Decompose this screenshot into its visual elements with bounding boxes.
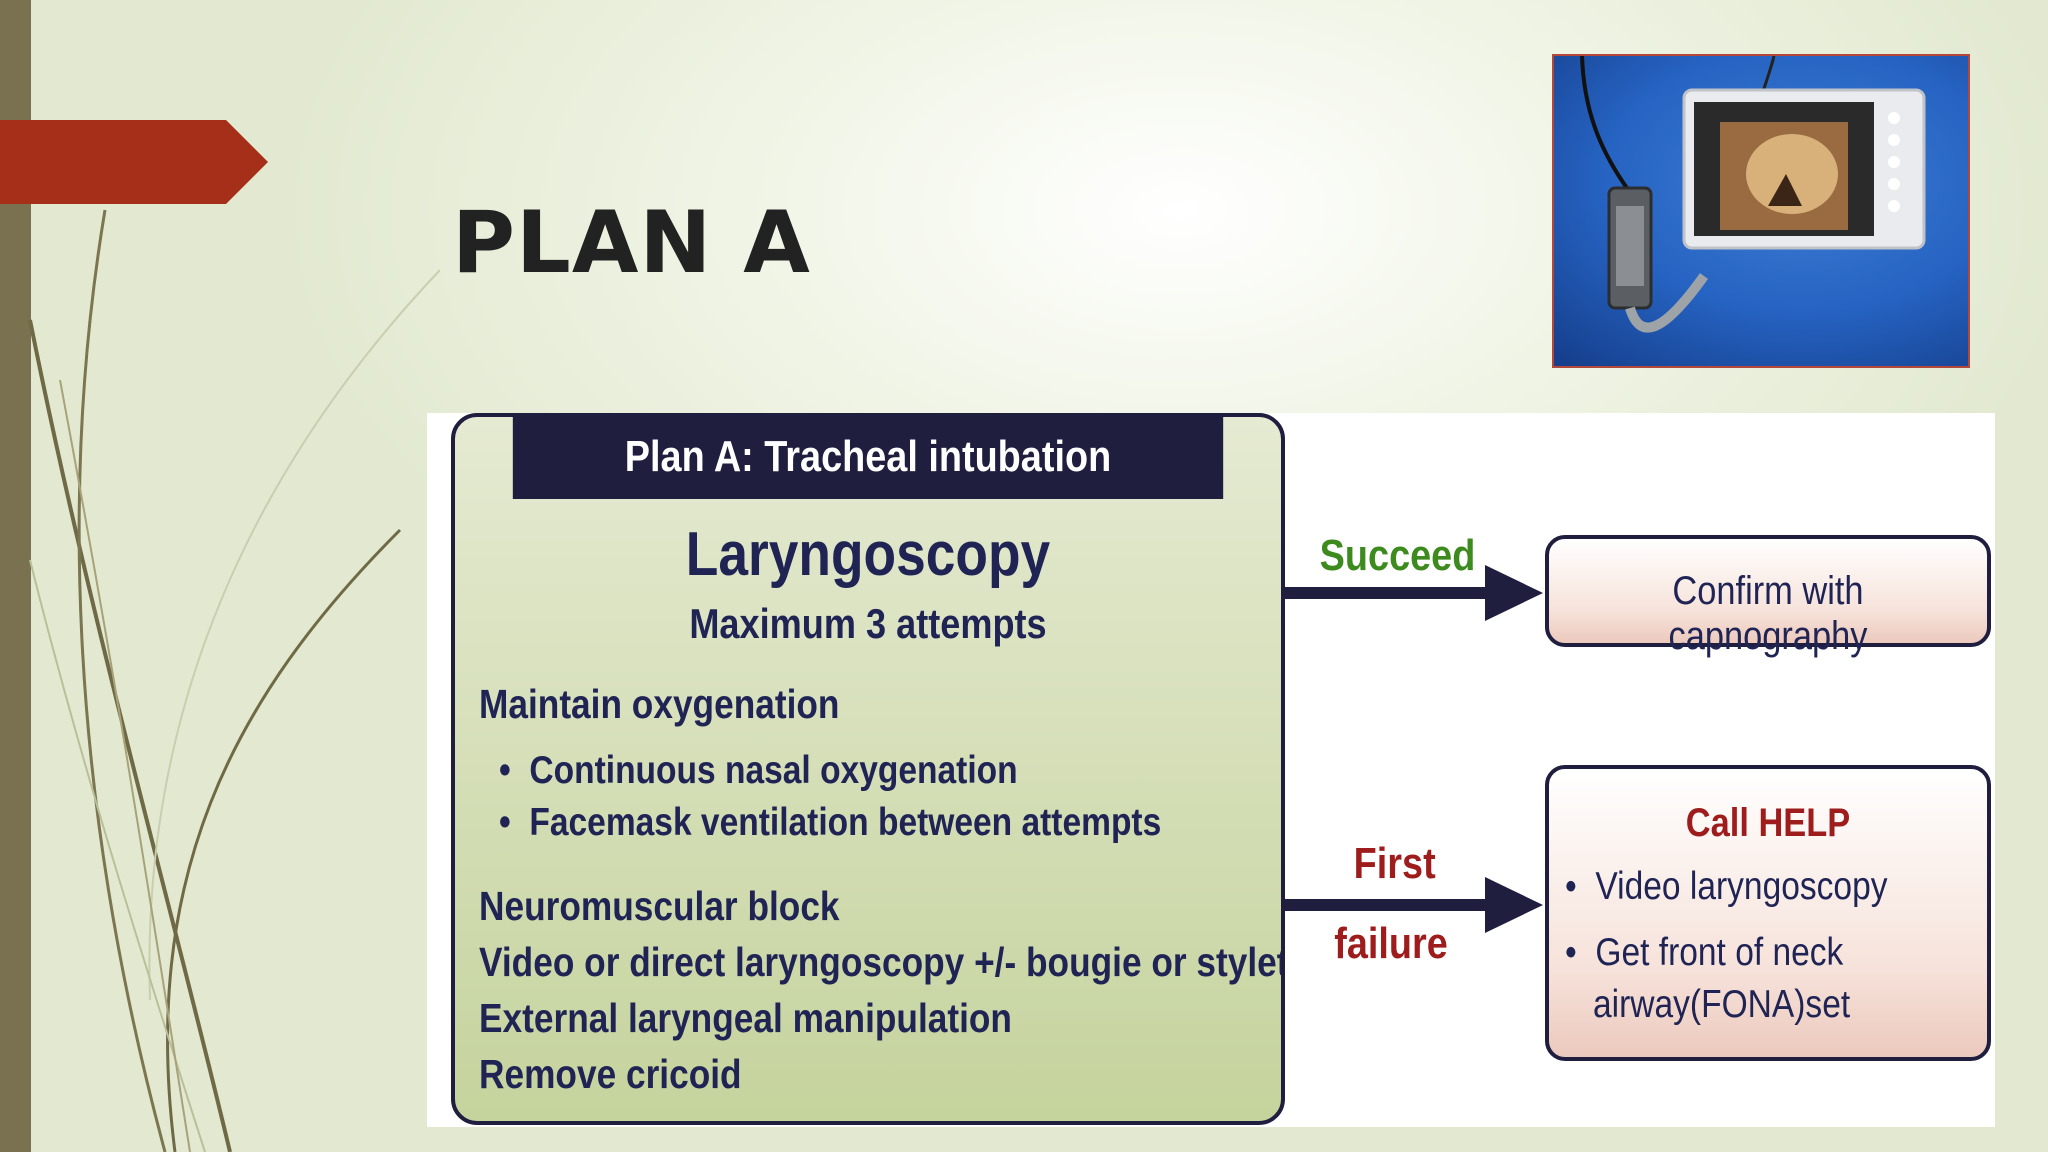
- succeed-arrow-head: [1485, 565, 1543, 621]
- plan-a-header: Plan A: Tracheal intubation: [512, 417, 1224, 499]
- help-item-text: Video laryngoscopy: [1595, 865, 1888, 908]
- bullet-facemask-ventilation: • Facemask ventilation between attempts: [499, 801, 1161, 845]
- decorative-swirl: [28, 209, 440, 1152]
- slide-title: PLAN A: [452, 193, 811, 293]
- bullet-glyph: •: [1565, 931, 1577, 974]
- first-label: First: [1353, 839, 1436, 888]
- help-item-text: Get front of neck: [1595, 931, 1844, 974]
- bullet-glyph: •: [499, 801, 511, 844]
- call-help-title: Call HELP: [1685, 801, 1851, 845]
- help-item-fona-line1: • Get front of neck: [1565, 927, 1843, 979]
- succeed-label: Succeed: [1319, 531, 1476, 580]
- help-item-video-laryngoscopy: • Video laryngoscopy: [1565, 861, 1888, 913]
- call-help-box: Call HELP • Video laryngoscopy • Get fro…: [1545, 765, 1991, 1061]
- failure-arrow-head: [1485, 877, 1543, 933]
- bullet-glyph: •: [499, 749, 511, 792]
- confirm-capnography-text: Confirm with capnography: [1668, 569, 1868, 658]
- flow-arrows: [1285, 565, 1543, 933]
- step-remove-cricoid: Remove cricoid: [479, 1051, 742, 1097]
- step-video-laryngoscopy: Video or direct laryngoscopy +/- bougie …: [479, 939, 1285, 985]
- step-external-manipulation: External laryngeal manipulation: [479, 995, 1012, 1041]
- bullet-glyph: •: [1565, 865, 1577, 908]
- bullet-continuous-oxygenation: • Continuous nasal oxygenation: [499, 749, 1018, 793]
- video-laryngoscope-photo: [1552, 54, 1970, 368]
- step-neuromuscular-block: Neuromuscular block: [479, 883, 840, 929]
- help-item-fona-line2: airway(FONA)set: [1593, 983, 1851, 1026]
- title-arrow-tab: [0, 120, 268, 204]
- confirm-capnography-box: Confirm with capnography: [1545, 535, 1991, 658]
- max-attempts-text: Maximum 3 attempts: [689, 600, 1047, 647]
- bullet-text: Facemask ventilation between attempts: [529, 801, 1162, 844]
- failure-label: failure: [1334, 919, 1448, 968]
- maintain-oxygenation-title: Maintain oxygenation: [479, 681, 840, 727]
- video-laryngoscope-icon: [1580, 56, 1926, 333]
- plan-a-box: Plan A: Tracheal intubation Laryngoscopy…: [451, 413, 1285, 1125]
- plan-a-flowchart: Plan A: Tracheal intubation Laryngoscopy…: [427, 413, 1995, 1127]
- bullet-text: Continuous nasal oxygenation: [529, 749, 1018, 792]
- laryngoscopy-heading: Laryngoscopy: [685, 520, 1051, 589]
